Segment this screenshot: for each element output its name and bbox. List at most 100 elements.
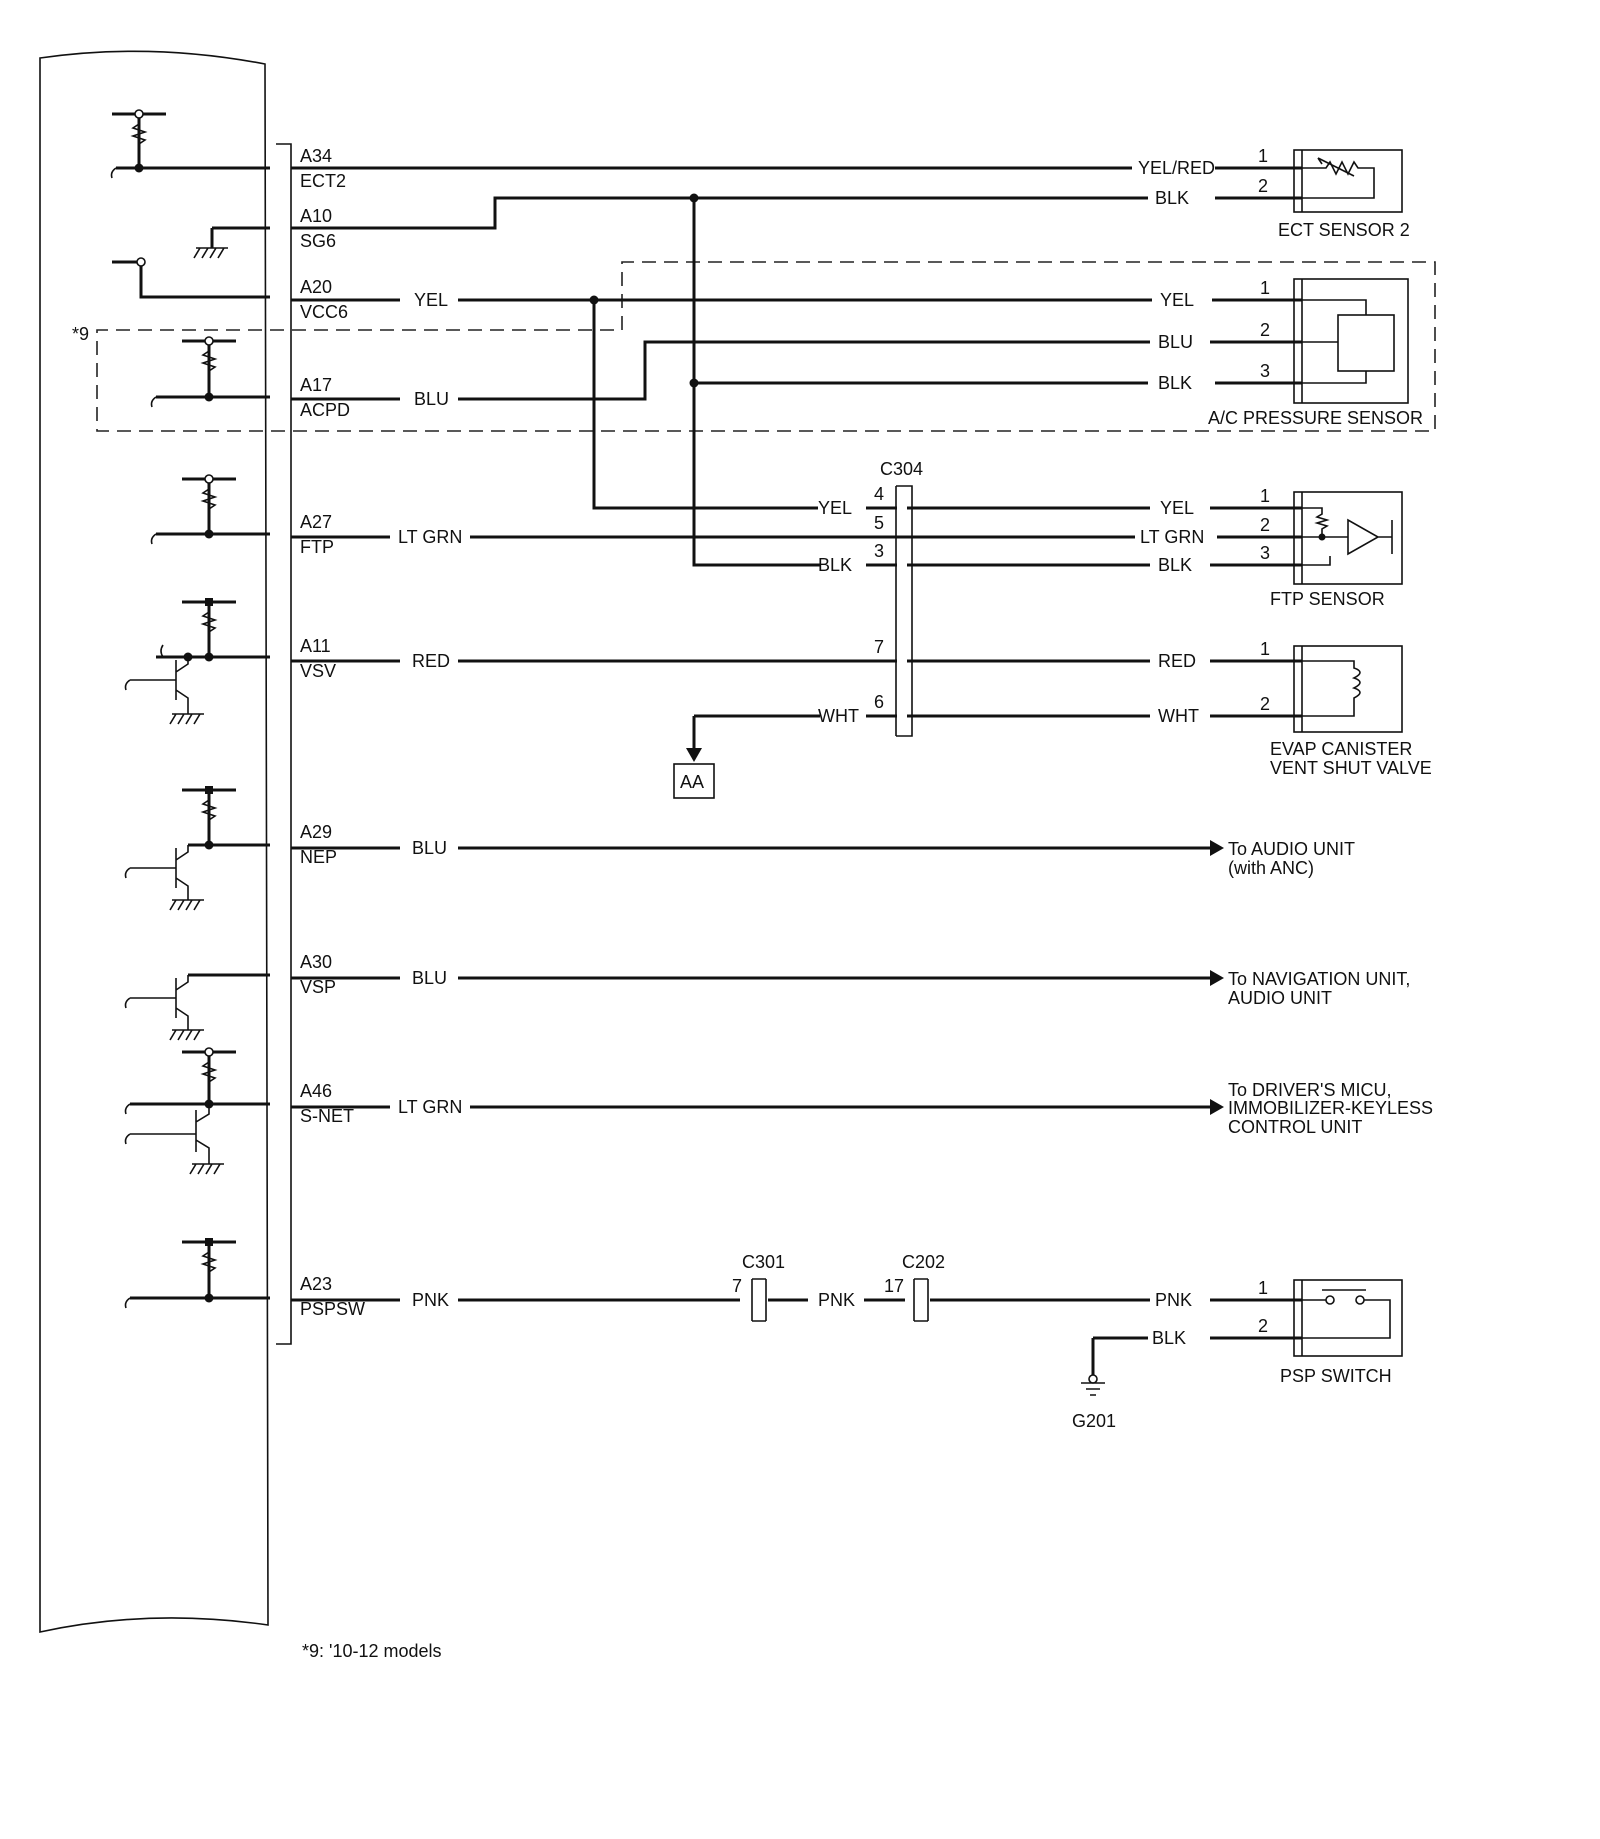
ac-pin-3: 3 [1260,361,1270,381]
ftp-wire-2-color: LT GRN [1140,527,1204,547]
wire-color-a20: YEL [414,290,448,310]
ftp-pin-3: 3 [1260,543,1270,563]
pin-vsp: VSP [300,977,336,997]
ect-wire-1-color: YEL/RED [1138,158,1215,178]
c301-pin: 7 [732,1276,742,1296]
wire-color-a29: BLU [412,838,447,858]
pin-a20: A20 [300,277,332,297]
c304-pin-6: 6 [874,692,884,712]
ftp-pin-2: 2 [1260,515,1270,535]
ftp-sensor-label: FTP SENSOR [1270,589,1385,609]
pin-ect2: ECT2 [300,171,346,191]
evap-label-line1: EVAP CANISTER [1270,739,1412,759]
ground-label: G201 [1072,1411,1116,1431]
ect-sensor-label: ECT SENSOR 2 [1278,220,1410,240]
ect-pin-2: 2 [1258,176,1268,196]
dest-nep-line1: To AUDIO UNIT [1228,839,1355,859]
pin-pspsw: PSPSW [300,1299,365,1319]
external-wiring [291,166,1302,1375]
evap-label-line2: VENT SHUT VALVE [1270,758,1432,778]
ac-wire-3-color: BLK [1158,373,1192,393]
ac-pin-1: 1 [1260,278,1270,298]
ground-g201: G201 [1072,1374,1116,1431]
pin-s-net: S-NET [300,1106,354,1126]
pin-ftp: FTP [300,537,334,557]
ac-sensor-label: A/C PRESSURE SENSOR [1208,408,1423,428]
ftp-wire-3-color: BLK [1158,555,1192,575]
dest-vsp-line1: To NAVIGATION UNIT, [1228,969,1410,989]
wire-color-a30: BLU [412,968,447,988]
c304-left-blk: BLK [818,555,852,575]
pin-sg6: SG6 [300,231,336,251]
c301-connector: C301 7 [732,1252,785,1322]
psp-wire-1-color: PNK [1155,1290,1192,1310]
psp-wire-mid-color: PNK [818,1290,855,1310]
c202-label: C202 [902,1252,945,1272]
ecm-body [39,50,269,1633]
c304-pin-5: 5 [874,513,884,533]
pin-a30: A30 [300,952,332,972]
wire-color-labels: YEL BLU LT GRN RED BLU BLU LT GRN PNK [398,290,462,1310]
dest-vsp-line2: AUDIO UNIT [1228,988,1332,1008]
c304-label: C304 [880,459,923,479]
pin-a10: A10 [300,206,332,226]
pin-a11: A11 [300,636,331,656]
pin-a29: A29 [300,822,332,842]
psp-switch-label: PSP SWITCH [1280,1366,1392,1386]
pin-acpd: ACPD [300,400,350,420]
ecm-internal-circuits [110,109,270,1309]
psp-pin-1: 1 [1258,1278,1268,1298]
ecm-pin-labels: A34 ECT2 A10 SG6 A20 VCC6 A17 ACPD A27 F… [300,146,365,1319]
ac-pressure-sensor: YEL BLU BLK 1 2 3 A/C PRESSURE SENSOR [1158,278,1423,428]
c304-pin-7: 7 [874,637,884,657]
ac-pin-2: 2 [1260,320,1270,340]
pin-a27: A27 [300,512,332,532]
ftp-pin-1: 1 [1260,486,1270,506]
pin-nep: NEP [300,847,337,867]
c202-pin: 17 [884,1276,904,1296]
ect-pin-1: 1 [1258,146,1268,166]
c304-pin-4: 4 [874,484,884,504]
wire-color-a46: LT GRN [398,1097,462,1117]
c304-pin-3: 3 [874,541,884,561]
pin-a23: A23 [300,1274,332,1294]
c202-connector: C202 17 [884,1252,945,1322]
evap-pin-2: 2 [1260,694,1270,714]
c304-left-yel: YEL [818,498,852,518]
evap-pin-1: 1 [1260,639,1270,659]
dest-nep-line2: (with ANC) [1228,858,1314,878]
ftp-wire-1-color: YEL [1160,498,1194,518]
wire-color-a27: LT GRN [398,527,462,547]
pin-a46: A46 [300,1081,332,1101]
option-marker: *9 [72,324,89,344]
wire-color-a11: RED [412,651,450,671]
ect-sensor-2: YEL/RED BLK 1 2 ECT SENSOR 2 [1138,146,1410,240]
wire-color-a23: PNK [412,1290,449,1310]
aa-box-label: AA [680,772,704,792]
psp-pin-2: 2 [1258,1316,1268,1336]
aa-box [673,763,715,799]
pin-vsv: VSV [300,661,336,681]
c301-label: C301 [742,1252,785,1272]
pin-vcc6: VCC6 [300,302,348,322]
ect-wire-2-color: BLK [1155,188,1189,208]
dest-snet-line2: IMMOBILIZER-KEYLESS [1228,1098,1433,1118]
ecm-connector-bracket [276,143,292,1345]
evap-vent-shut-valve: RED WHT 1 2 EVAP CANISTER VENT SHUT VALV… [1158,639,1432,778]
pin-a34: A34 [300,146,332,166]
ac-wire-2-color: BLU [1158,332,1193,352]
dest-snet-line3: CONTROL UNIT [1228,1117,1362,1137]
dest-snet-line1: To DRIVER'S MICU, [1228,1080,1391,1100]
option-region-outline [96,261,1436,432]
wire-color-a17: BLU [414,389,449,409]
pin-a17: A17 [300,375,332,395]
evap-wire-2-color: WHT [1158,706,1199,726]
footnote: *9: '10-12 models [302,1641,442,1661]
ac-wire-1-color: YEL [1160,290,1194,310]
c304-connector: C304 YEL BLK WHT 4 5 3 7 6 [818,459,923,737]
psp-wire-2-color: BLK [1152,1328,1186,1348]
destinations: To AUDIO UNIT (with ANC) To NAVIGATION U… [1228,839,1433,1137]
c304-left-wht: WHT [818,706,859,726]
ftp-sensor: YEL LT GRN BLK 1 2 3 FTP SENSOR [1140,486,1403,609]
